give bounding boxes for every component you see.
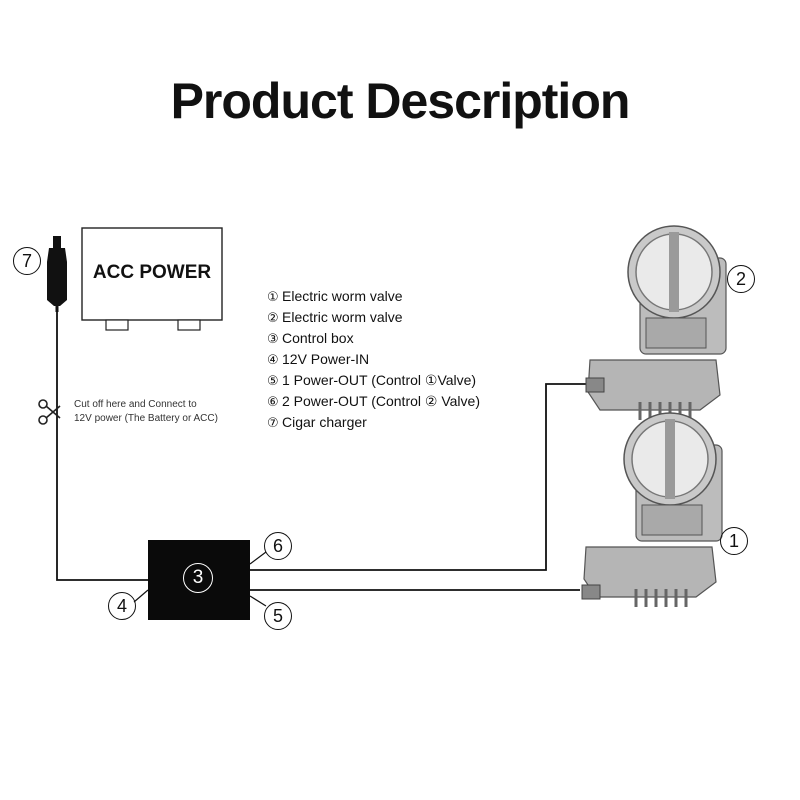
legend-item-text: 12V Power-IN: [282, 351, 370, 367]
legend-item-number: ②: [267, 310, 279, 325]
legend-item-number: ⑦: [267, 415, 279, 430]
callout-5: 5: [264, 602, 292, 630]
legend-item-number: ④: [267, 352, 279, 367]
scissors-icon: [38, 399, 61, 425]
acc-power-box: [81, 227, 223, 331]
legend-item-number: ①: [267, 289, 279, 304]
legend-item-number: ⑥: [267, 394, 279, 409]
legend-item-text: Cigar charger: [282, 414, 367, 430]
callout-6: 6: [264, 532, 292, 560]
callout-3: 3: [183, 563, 213, 593]
legend-item-text: Electric worm valve: [282, 288, 403, 304]
legend-item-number: ⑤: [267, 373, 279, 388]
callout-1: 1: [720, 527, 748, 555]
callout-2: 2: [727, 265, 755, 293]
worm-valve-icon: [581, 412, 723, 607]
callout-4: 4: [108, 592, 136, 620]
legend-item-text: 1 Power-OUT (Control ①Valve): [282, 372, 477, 388]
legend-item-text: Control box: [282, 330, 354, 346]
cut-off-note-line2: 12V power (The Battery or ACC): [74, 413, 218, 424]
cigar-plug-icon: [47, 236, 67, 312]
legend-item-text: Electric worm valve: [282, 309, 403, 325]
page-title: Product Description: [170, 73, 631, 129]
callout-7: 7: [13, 247, 41, 275]
legend-item-text: 2 Power-OUT (Control ② Valve): [282, 393, 480, 409]
acc-power-label: ACC POWER: [92, 262, 212, 283]
cut-off-note: Cut off here and Connect to 12V power (T…: [74, 398, 218, 426]
wiring: [56, 312, 588, 591]
legend-item-number: ③: [267, 331, 279, 346]
worm-valve-icon: [585, 225, 727, 420]
cut-off-note-line1: Cut off here and Connect to: [74, 399, 197, 410]
